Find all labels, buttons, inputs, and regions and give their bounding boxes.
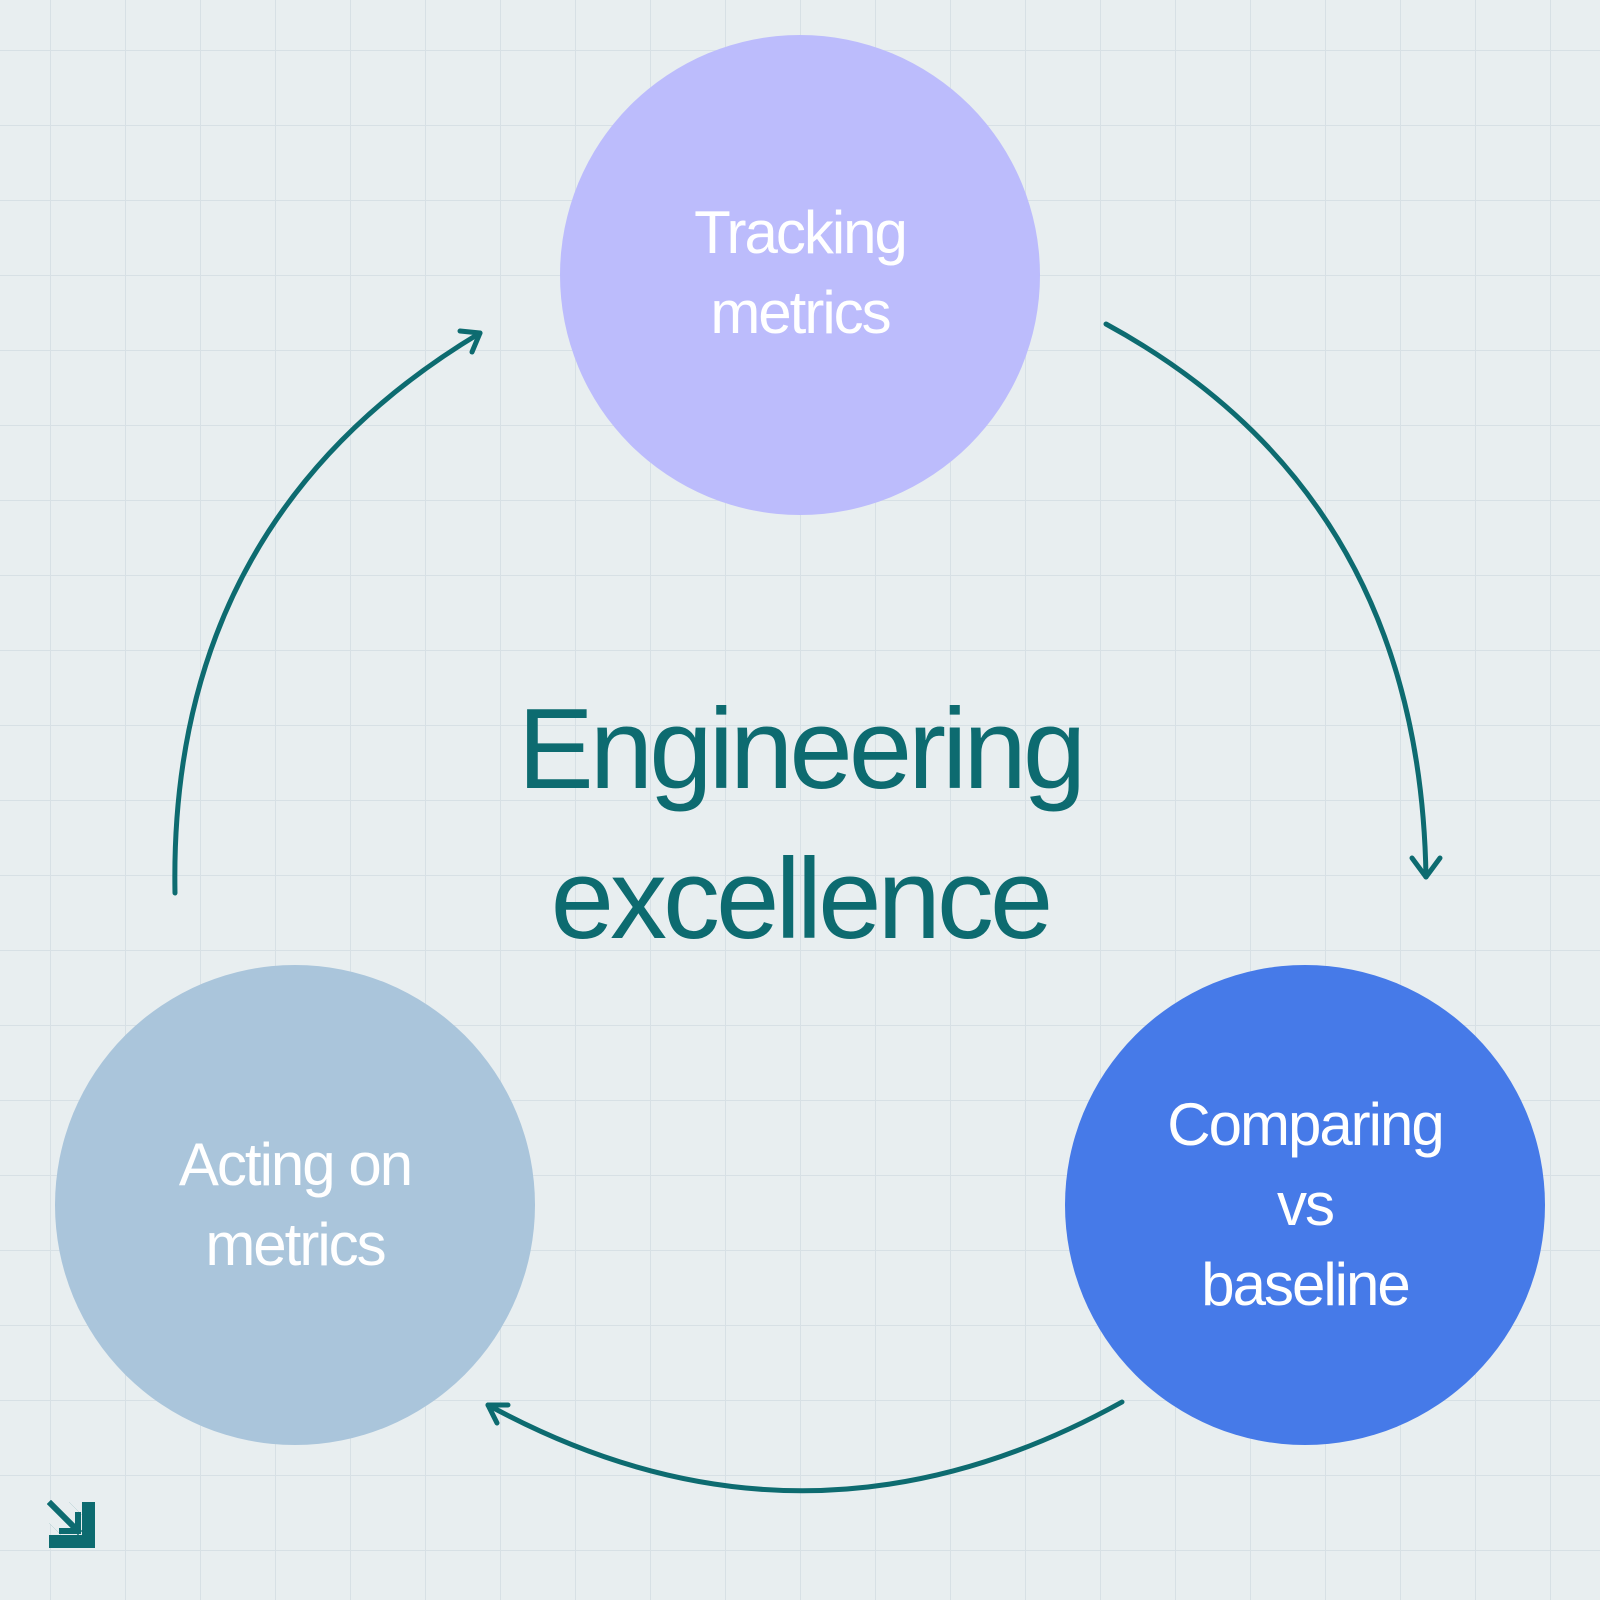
- node-tracking-metrics: Tracking metrics: [560, 35, 1040, 515]
- node-label-comparing-vs-baseline: Comparing vs baseline: [1167, 1091, 1444, 1318]
- arrow-tracking-to-comparing: [1103, 321, 1443, 880]
- node-acting-on-metrics: Acting on metrics: [55, 965, 535, 1445]
- arrow-comparing-to-acting: [485, 1399, 1125, 1494]
- node-label-acting-on-metrics: Acting on metrics: [178, 1131, 413, 1278]
- node-comparing-vs-baseline: Comparing vs baseline: [1065, 965, 1545, 1445]
- center-title: Engineering excellence: [517, 686, 1086, 963]
- node-label-tracking-metrics: Tracking metrics: [694, 199, 908, 346]
- arrow-down-right-icon: [47, 1500, 95, 1548]
- arrow-acting-to-tracking: [172, 328, 483, 896]
